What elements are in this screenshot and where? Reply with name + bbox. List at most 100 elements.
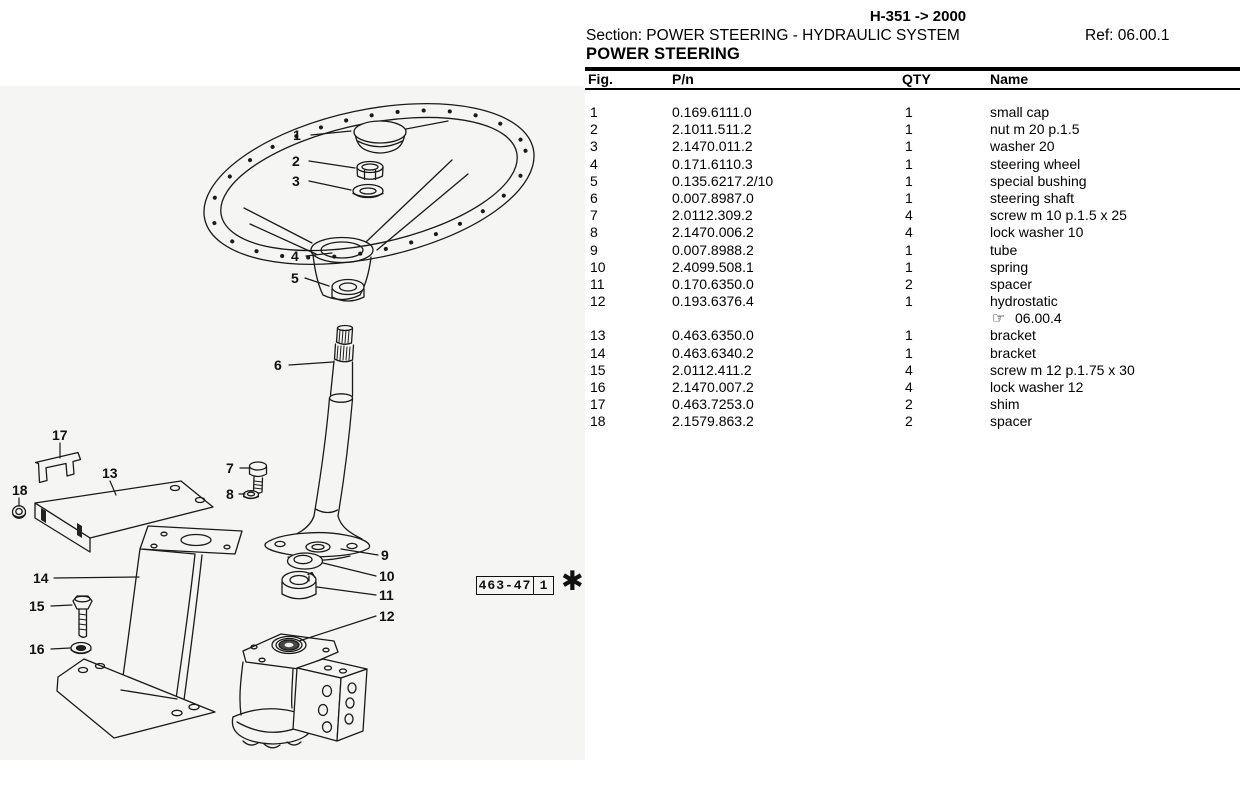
callout-label-14: 14 bbox=[33, 570, 49, 586]
cell-fig: 12 bbox=[590, 293, 606, 310]
cell-fig: 7 bbox=[590, 207, 598, 224]
pointing-hand-icon: ☞ bbox=[992, 310, 1006, 328]
cell-name: small cap bbox=[990, 104, 1050, 120]
cell-name: screw m 10 p.1.5 x 25 bbox=[990, 207, 1127, 224]
cell-qty: 4 bbox=[905, 361, 913, 378]
cell-name: spacer bbox=[990, 413, 1033, 430]
cell-qty: 4 bbox=[905, 224, 913, 241]
column-header-fig: Fig. bbox=[588, 71, 613, 87]
column-header-pn: P/n bbox=[672, 71, 694, 87]
screw-7-drawing bbox=[248, 461, 268, 494]
cell-fig: 17 bbox=[590, 396, 606, 413]
cell-name: hydrostatic bbox=[990, 293, 1058, 310]
diagram-panel: 1 2 3 4 5 6 7 8 9 10 11 12 13 14 15 16 1… bbox=[0, 86, 585, 760]
drawing-number-box: 463-47 1 bbox=[476, 576, 554, 595]
cell-pn: 0.193.6376.4 bbox=[672, 293, 754, 310]
cell-pn: 0.171.6110.3 bbox=[672, 155, 753, 172]
cell-fig: 1 bbox=[590, 104, 598, 120]
cell-name: special bushing bbox=[990, 172, 1087, 189]
callout-leader-lines bbox=[18, 120, 449, 650]
cell-pn: 2.1470.011.2 bbox=[672, 138, 753, 155]
callout-label-15: 15 bbox=[29, 598, 45, 614]
cell-pn: 0.007.8987.0 bbox=[672, 189, 754, 206]
cell-fig: 11 bbox=[590, 275, 605, 292]
cell-name: steering shaft bbox=[990, 189, 1075, 206]
callout-label-17: 17 bbox=[52, 427, 68, 443]
cross-reference: 06.00.4 bbox=[1015, 310, 1062, 327]
spring-washer-drawing bbox=[286, 552, 324, 570]
cell-name: nut m 20 p.1.5 bbox=[990, 121, 1080, 138]
cell-qty: 1 bbox=[905, 327, 913, 344]
callout-label-5: 5 bbox=[291, 270, 299, 286]
cell-qty: 4 bbox=[905, 379, 913, 395]
table-row-note: ☞ 06.00.4 bbox=[588, 310, 1240, 327]
shim-drawing bbox=[34, 451, 82, 484]
cell-name: lock washer 10 bbox=[990, 224, 1084, 241]
washer-drawing bbox=[352, 183, 384, 199]
cell-qty: 1 bbox=[905, 155, 913, 172]
callout-label-2: 2 bbox=[292, 153, 300, 169]
cell-name: steering wheel bbox=[990, 155, 1081, 172]
cell-qty: 4 bbox=[905, 207, 913, 224]
cell-qty: 1 bbox=[905, 189, 913, 206]
cell-pn: 2.4099.508.1 bbox=[672, 258, 754, 275]
cell-fig: 9 bbox=[590, 241, 598, 258]
drawing-sheet-number: 1 bbox=[533, 577, 553, 594]
column-header-name: Name bbox=[990, 71, 1029, 87]
cell-pn: 2.0112.411.2 bbox=[672, 361, 752, 378]
table-row: 12 0.193.6376.4 1 hydrostatic bbox=[588, 293, 1240, 310]
grip-dots bbox=[209, 108, 529, 260]
callout-label-3: 3 bbox=[292, 173, 300, 189]
cell-qty: 1 bbox=[905, 293, 913, 310]
cell-name: lock washer 12 bbox=[990, 379, 1084, 395]
cell-pn: 0.007.8988.2 bbox=[672, 241, 754, 258]
drawing-number: 463-47 bbox=[478, 578, 532, 593]
cell-fig: 15 bbox=[590, 361, 606, 378]
bracket-13-drawing bbox=[34, 480, 214, 553]
cell-fig: 5 bbox=[590, 172, 598, 189]
cell-qty: 1 bbox=[905, 121, 913, 138]
table-header-rule bbox=[585, 88, 1240, 90]
steering-shaft-drawing bbox=[264, 324, 371, 561]
cell-fig: 14 bbox=[590, 344, 606, 361]
cell-name: washer 20 bbox=[990, 138, 1055, 155]
callout-label-10: 10 bbox=[379, 568, 395, 584]
cell-qty: 2 bbox=[905, 413, 913, 430]
cell-qty: 1 bbox=[905, 104, 913, 120]
cell-qty: 1 bbox=[905, 241, 913, 258]
screw-15-drawing bbox=[72, 595, 93, 638]
lock-washer-16-drawing bbox=[70, 641, 92, 655]
callout-label-16: 16 bbox=[29, 641, 45, 657]
callout-label-18: 18 bbox=[12, 482, 28, 498]
small-cap-drawing bbox=[353, 120, 407, 154]
cell-pn: 0.463.7253.0 bbox=[672, 396, 754, 413]
cell-name: bracket bbox=[990, 327, 1036, 344]
cell-pn: 2.1579.863.2 bbox=[672, 413, 754, 430]
cell-fig: 16 bbox=[590, 379, 606, 395]
cell-name: spacer bbox=[990, 275, 1033, 292]
cell-fig: 2 bbox=[590, 121, 598, 138]
bushing-drawing bbox=[331, 278, 365, 302]
section-label: Section: POWER STEERING - HYDRAULIC SYST… bbox=[586, 27, 960, 44]
cell-name: spring bbox=[990, 258, 1029, 275]
callout-label-8: 8 bbox=[226, 486, 234, 502]
cell-qty: 1 bbox=[905, 138, 913, 155]
cell-pn: 0.463.6340.2 bbox=[672, 344, 754, 361]
cell-qty: 1 bbox=[905, 344, 913, 361]
callout-label-12: 12 bbox=[379, 608, 395, 624]
model-range: H-351 -> 2000 bbox=[869, 8, 967, 25]
exploded-diagram: 1 2 3 4 5 6 7 8 9 10 11 12 13 14 15 16 1… bbox=[11, 102, 535, 749]
callout-label-1: 1 bbox=[293, 127, 301, 143]
asterisk-symbol: ✱ bbox=[561, 566, 584, 596]
spacer-drawing bbox=[281, 570, 317, 600]
